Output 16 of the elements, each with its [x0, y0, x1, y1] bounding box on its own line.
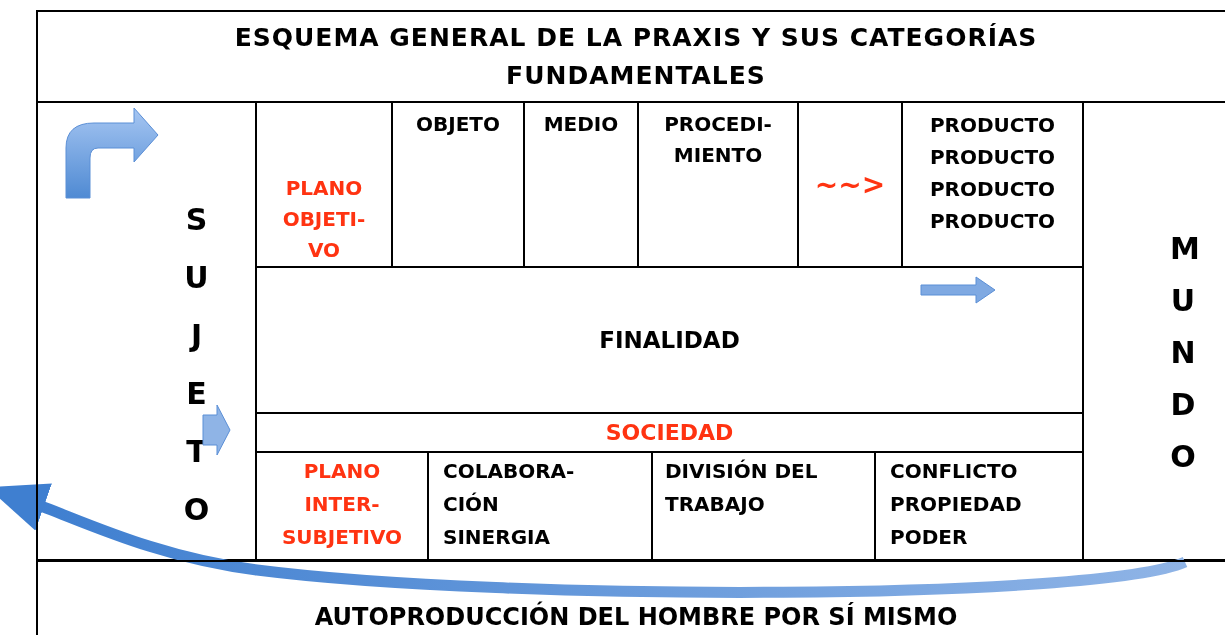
cell-text: FINALIDAD — [598, 325, 741, 355]
curved-arrow — [0, 483, 1187, 598]
cell-text: CONFLICTO PROPIEDAD PODER — [890, 458, 1023, 551]
cell-text: MEDIO — [542, 111, 620, 138]
title: ESQUEMA GENERAL DE LA PRAXIS Y SUS CATEGORÍAS FUNDAMENTALES — [233, 21, 1039, 92]
cell-text: OBJETO — [415, 111, 501, 138]
cell-text: PLANO INTER- SUBJETIVO — [280, 458, 404, 551]
cell-text: PLANO OBJETI- VO — [281, 175, 367, 264]
cell-text: DIVISIÓN DEL TRABAJO — [665, 458, 819, 518]
cell-text: PROCEDI- MIENTO — [663, 111, 773, 169]
cell-text: PRODUCTO PRODUCTO PRODUCTO PRODUCTO — [928, 112, 1057, 235]
cell-text: ~~> — [813, 169, 887, 200]
cell-text: COLABORA- CIÓN SINERGIA — [443, 458, 573, 551]
cell-text: AUTOPRODUCCIÓN DEL HOMBRE POR SÍ MISMO — [313, 600, 959, 633]
cell-text: M U N D O — [1170, 230, 1196, 476]
cell-text: SOCIEDAD — [604, 419, 735, 447]
